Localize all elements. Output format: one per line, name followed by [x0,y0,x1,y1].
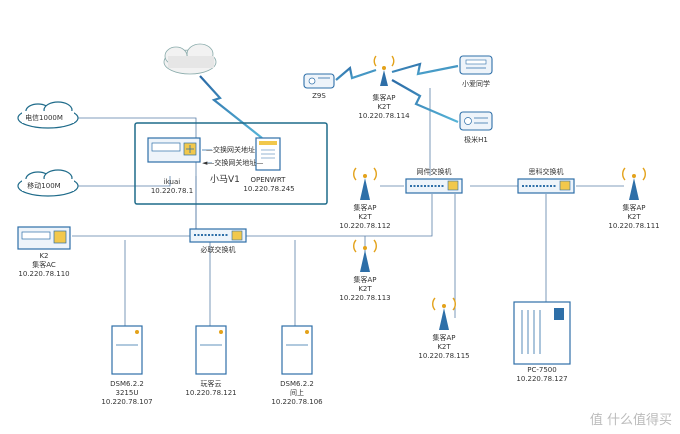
switch-to-wangjian [246,194,433,237]
z9s-device-icon [303,73,335,89]
apTop-to-xiaoai-bolt [391,62,459,76]
nas-2-icon [195,325,227,375]
ap-112-name: 集客AP [353,204,377,212]
bilian-switch-label: 必联交换机 [200,246,236,254]
nas-3-name: DSM6.2.2 [280,380,314,388]
ap-113-icon [353,239,377,272]
ap-111-icon [622,167,646,200]
ap-113-model: K2T [358,285,372,293]
ap-112-icon [353,167,377,200]
mobile-label: 移动100M [27,182,61,190]
gateway-arrow-1-label: —交换网关地址 [206,146,255,154]
ap-top-ip: 10.220.78.114 [358,112,410,120]
cisco-switch-label: 思科交换机 [528,168,564,176]
ap-top-model: K2T [377,103,391,111]
wangjian-switch-icon [405,178,463,194]
ap-top-icon [373,55,395,86]
ap-111-model: K2T [627,213,641,221]
ikuai-name: ikuai [163,178,181,186]
jimi-projector-icon [459,111,493,131]
telecom-line [78,117,197,232]
xiaoai-device-icon [459,55,493,75]
ap-111-ip: 10.220.78.111 [608,222,660,230]
xiaoma-box-title: 小马V1 [210,175,240,185]
gateway-arrow-2-label: ◄—交换网关地址— [202,159,264,167]
ap-115-icon [432,297,456,330]
openwrt-router-icon [255,137,281,171]
ap-top-name: 集客AP [372,94,396,102]
ap-111-name: 集客AP [622,204,646,212]
jimi-label: 极米H1 [464,136,488,144]
ikuai-router-icon [147,137,201,163]
openwrt-ip: 10.220.78.245 [243,185,295,193]
cisco-switch-icon [517,178,575,194]
pc-7500-icon [513,301,571,365]
z9s-label: Z9S [312,92,326,100]
pc-ip: 10.220.78.127 [516,375,568,383]
k2-name: K2 [39,252,49,260]
nas-2-name: 玩客云 [200,380,222,388]
bilian-switch-icon [189,228,247,243]
ap-112-ip: 10.220.78.112 [339,222,391,230]
telecom-cloud-icon [17,101,79,129]
k2-role: 集客AC [32,261,56,269]
openwrt-name: OPENWRT [250,176,286,184]
k2-ac-icon [17,226,71,250]
wireless-links [199,62,459,139]
ikuai-ip: 10.220.78.1 [150,187,194,195]
telecom-label: 电信1000M [25,114,63,122]
nas-1-model: 3215U [115,389,139,397]
nas-3-icon [281,325,313,375]
ap-115-model: K2T [437,343,451,351]
mobile-cloud-icon [17,169,79,197]
nas-1-icon [111,325,143,375]
xiaoai-label: 小爱同学 [462,80,490,88]
apTop-to-jimi-bolt [391,79,459,124]
apTop-to-z9s-bolt [335,65,377,81]
nas-1-name: DSM6.2.2 [110,380,144,388]
ap-113-ip: 10.220.78.113 [339,294,391,302]
nas-1-ip: 10.220.78.107 [101,398,153,406]
ap-113-name: 集客AP [353,276,377,284]
cloud-to-openwrt-bolt [199,75,263,139]
ap-115-name: 集客AP [432,334,456,342]
mobile-line [78,176,171,187]
xiaoma-box [134,122,328,205]
ap-112-model: K2T [358,213,372,221]
wangjian-switch-label: 网件交换机 [416,168,452,176]
pc-name: PC-7500 [527,366,557,374]
nas-2-ip: 10.220.78.121 [185,389,237,397]
nas-3-ip: 10.220.78.106 [271,398,323,406]
k2-ip: 10.220.78.110 [18,270,70,278]
internet-cloud-icon [163,43,217,75]
ap-115-ip: 10.220.78.115 [418,352,470,360]
watermark: 值 什么值得买 [589,413,672,428]
nas-3-model: 间上 [290,389,304,397]
